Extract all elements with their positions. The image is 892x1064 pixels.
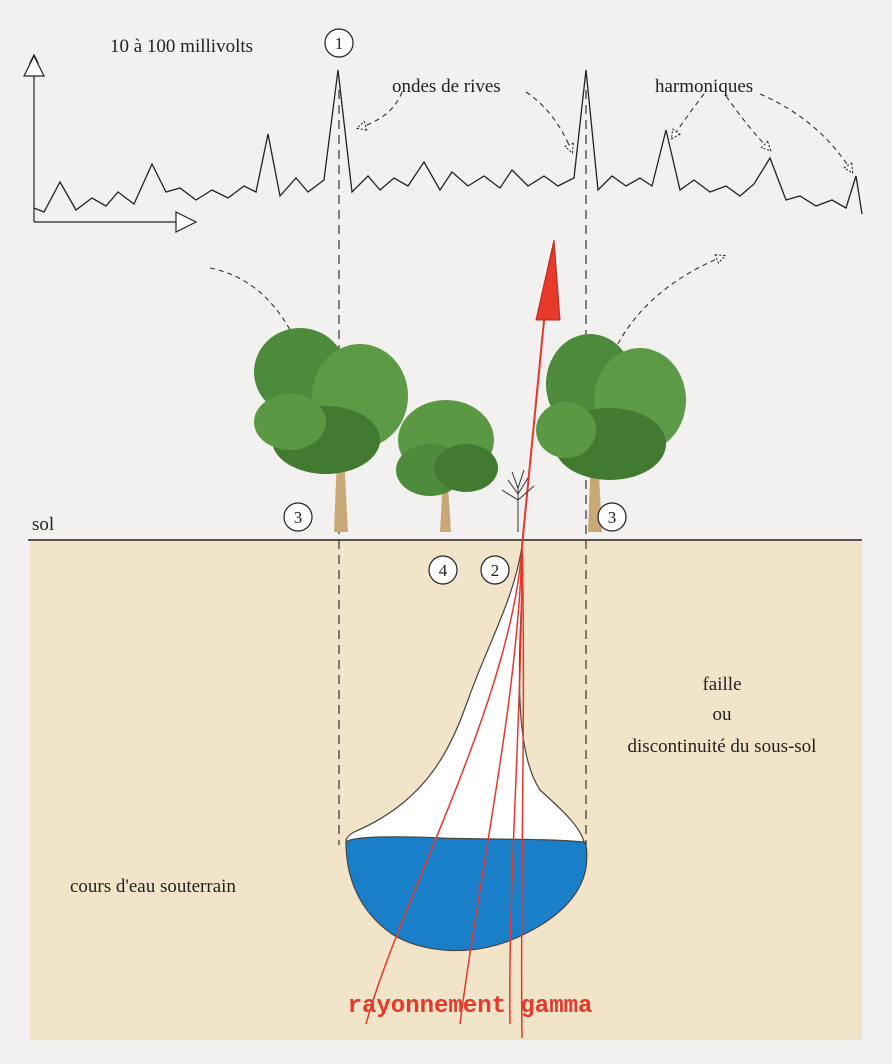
ground-label: sol xyxy=(32,514,54,535)
gamma-label: rayonnement gamma xyxy=(348,993,593,1020)
marker-1-circle xyxy=(324,28,354,58)
gamma-rays xyxy=(365,299,547,1039)
tree-right xyxy=(536,334,686,532)
marker-3-left-circle xyxy=(283,502,313,532)
marker-3-right-circle xyxy=(597,502,627,532)
marker-4: 4 xyxy=(439,561,448,580)
marker-3-left: 3 xyxy=(294,508,303,527)
scale-label: 10 à 100 millivolts xyxy=(110,36,253,57)
marker-3-right: 3 xyxy=(608,508,617,527)
marker-4-circle xyxy=(428,555,458,585)
marker-2: 2 xyxy=(491,561,500,580)
underground-water xyxy=(345,836,588,952)
harmonics-label: harmoniques xyxy=(655,76,753,97)
marker-2-circle xyxy=(480,555,510,585)
fault-label-line3: discontinuité du sous-sol xyxy=(628,736,817,757)
fault-label-line1: faille xyxy=(702,674,741,695)
marker-1: 1 xyxy=(335,34,344,53)
stream-label: cours d'eau souterrain xyxy=(70,876,236,897)
bank-waves-label: ondes de rives xyxy=(392,76,501,97)
dashed-arrows xyxy=(209,91,852,361)
small-shrub xyxy=(501,469,535,532)
signal-trace xyxy=(33,69,863,215)
tree-left xyxy=(254,328,408,532)
gamma-arrow-head xyxy=(535,239,561,321)
fault-label-line2: ou xyxy=(713,704,733,725)
signal-axes xyxy=(23,56,198,233)
tree-middle xyxy=(396,400,498,532)
